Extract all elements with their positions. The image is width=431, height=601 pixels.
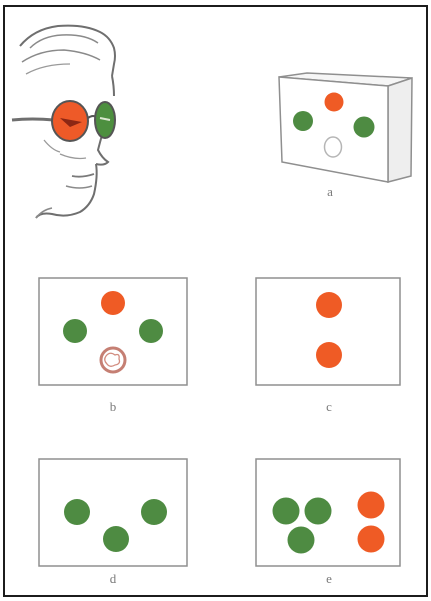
box-side-face	[388, 78, 412, 182]
b-fused-white-dot	[101, 348, 125, 372]
b-green-dot-right	[139, 319, 163, 343]
panel-c: c	[256, 278, 400, 414]
e-green-dot-right	[305, 498, 332, 525]
d-green-dot-bottom	[103, 526, 129, 552]
caption-e: e	[326, 571, 332, 586]
e-red-dot-top	[358, 492, 385, 519]
panel-a: a	[279, 73, 412, 199]
cheek-line-2	[60, 154, 86, 159]
e-green-dot-left	[273, 498, 300, 525]
lip-line	[66, 186, 92, 188]
panel-d: d	[39, 459, 187, 586]
c-red-dot-bottom	[316, 342, 342, 368]
forehead-line	[112, 76, 114, 96]
panel-b: b	[39, 278, 187, 414]
caption-d: d	[110, 571, 117, 586]
glasses-temple-arm	[12, 119, 54, 120]
b-green-dot-left	[63, 319, 87, 343]
e-green-dot-bottom	[288, 527, 315, 554]
hair-line-3	[26, 64, 70, 74]
caption-b: b	[110, 399, 117, 414]
box-red-dot	[325, 93, 344, 112]
hair-line-2	[22, 50, 100, 62]
box-green-dot-left	[293, 111, 313, 131]
mouth-line	[72, 174, 94, 177]
face-illustration	[12, 26, 115, 218]
box-white-dot	[325, 137, 342, 157]
box-green-dot-right	[354, 117, 375, 138]
caption-a: a	[327, 184, 333, 199]
c-red-dot-top	[316, 292, 342, 318]
b-red-dot	[101, 291, 125, 315]
cheek-line	[44, 140, 60, 152]
d-green-dot-left	[64, 499, 90, 525]
d-green-dot-right	[141, 499, 167, 525]
hair-line	[30, 35, 98, 48]
panel-e: e	[256, 459, 400, 586]
caption-c: c	[326, 399, 332, 414]
e-red-dot-bottom	[358, 526, 385, 553]
